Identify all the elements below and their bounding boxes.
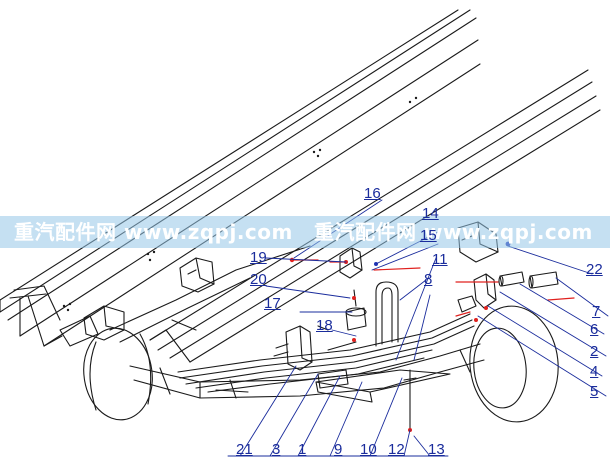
watermark-band (0, 216, 610, 248)
leader-lines (227, 199, 609, 457)
callout-21: 21 (236, 441, 253, 458)
leaf-spring (177, 313, 475, 393)
callout-20: 20 (250, 271, 267, 288)
callout-2: 2 (590, 343, 599, 360)
callout-14: 14 (422, 205, 439, 222)
callout-8: 8 (424, 271, 433, 288)
callout-18: 18 (316, 317, 333, 334)
rail-rivet-holes (62, 96, 418, 312)
spring-seat-plate (315, 369, 451, 403)
watermark-text-left: 重汽配件网 www.zqpj.com (14, 220, 293, 244)
callout-15: 15 (420, 227, 437, 244)
shackle-bracket-upper (339, 247, 363, 279)
frame-bracket-front (179, 257, 215, 293)
callout-10: 10 (360, 441, 377, 458)
callout-9: 9 (334, 441, 343, 458)
callout-5: 5 (590, 383, 599, 400)
callout-7: 7 (592, 303, 601, 320)
callout-17: 17 (264, 295, 281, 312)
callout-12: 12 (388, 441, 405, 458)
bump-stop (345, 307, 367, 331)
tyre-right (469, 305, 559, 423)
callout-22: 22 (586, 261, 603, 278)
outer-frame-rail (0, 9, 481, 347)
spring-clamp-block (317, 369, 349, 389)
watermark-text-right: 重汽配件网 www.zqpj.com (314, 220, 593, 244)
accent-dots (289, 257, 488, 432)
front-hanger-bracket (273, 325, 313, 371)
callout-3: 3 (272, 441, 281, 458)
fastener-bolts (317, 289, 417, 431)
callout-11: 11 (432, 251, 448, 268)
u-bolt (375, 281, 399, 347)
shackle-pin-bushing (498, 271, 559, 289)
callout-4: 4 (590, 363, 599, 380)
callout-6: 6 (590, 321, 599, 338)
crossmember-bracket (59, 305, 125, 347)
shackle-assembly (457, 273, 497, 313)
callout-19: 19 (250, 249, 267, 266)
tyre-left (83, 327, 153, 421)
callout-1: 1 (298, 441, 307, 458)
callout-13: 13 (428, 441, 445, 458)
callout-16: 16 (364, 185, 381, 202)
